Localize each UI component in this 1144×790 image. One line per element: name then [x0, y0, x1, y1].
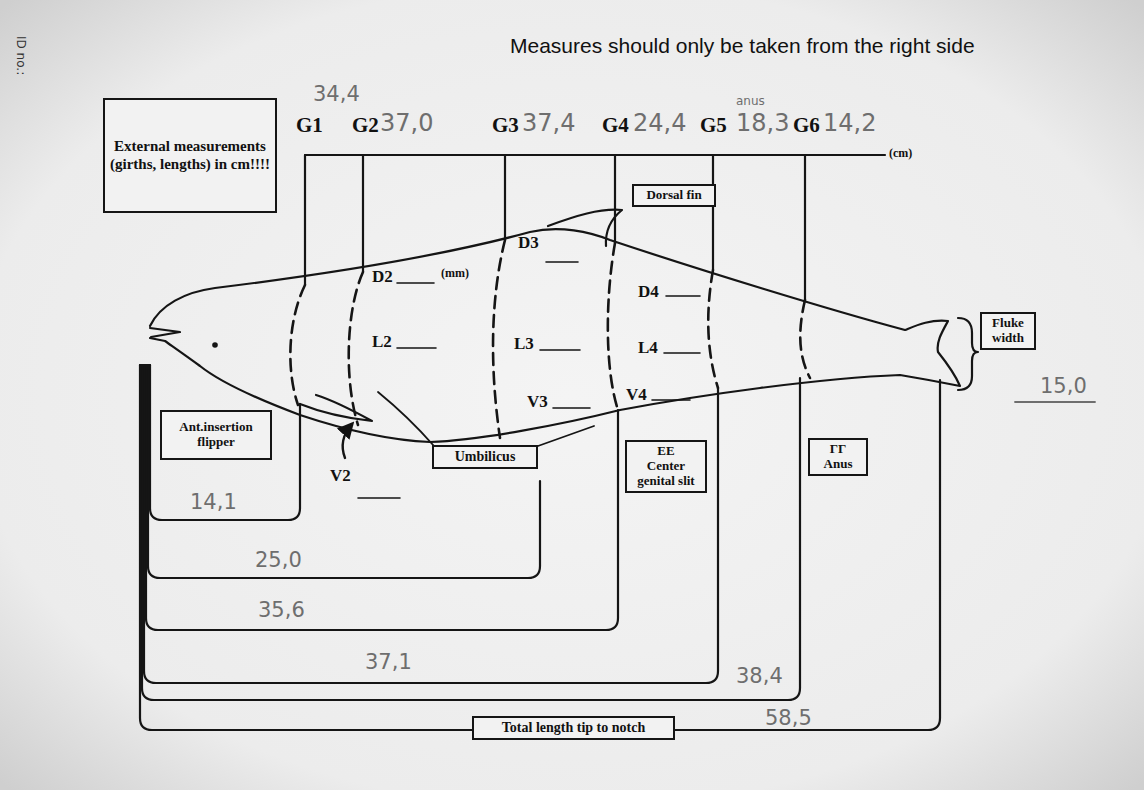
- box-text: Umbilicus: [437, 449, 533, 465]
- label-box: Umbilicus: [432, 445, 538, 469]
- label-box: Total length tip to notch: [472, 716, 675, 740]
- label-box: EECenter genital slit: [625, 440, 707, 493]
- v2-arrow: [343, 424, 352, 458]
- handwritten-value: 24,4: [633, 109, 686, 137]
- girth-label: G6: [793, 113, 820, 138]
- form-title: Measures should only be taken from the r…: [510, 34, 975, 58]
- measure-label: V2: [330, 466, 351, 486]
- handwritten-value: 37,1: [365, 650, 412, 674]
- box-text: External measurements (girths, lengths) …: [108, 138, 272, 173]
- girth-dashed: [290, 285, 305, 405]
- eye: [212, 342, 218, 348]
- label-box: Ant.insertion flipper: [160, 410, 272, 460]
- girth-label: G1: [296, 113, 323, 138]
- box-text: Total length tip to notch: [477, 720, 670, 736]
- unit-label: (mm): [441, 266, 469, 281]
- dorsal-fin: [548, 210, 622, 246]
- box-text: Fluke width: [985, 316, 1031, 346]
- measure-label: D3: [518, 233, 539, 253]
- length-bracket: [142, 365, 800, 700]
- measure-label: V4: [626, 385, 647, 405]
- handwritten-value: 35,6: [258, 598, 305, 622]
- hand-underline: [1015, 401, 1095, 403]
- fluke-bracket: [958, 318, 978, 390]
- handwritten-value: 37,4: [522, 109, 575, 137]
- snout-tick: [140, 364, 150, 366]
- measure-label: D2: [372, 267, 393, 287]
- box-text: Anus: [813, 457, 863, 472]
- length-bracket: [150, 365, 300, 520]
- handwritten-value: 34,4: [313, 82, 360, 106]
- measure-label: D4: [638, 282, 659, 302]
- unit-label: (cm): [889, 146, 912, 161]
- umbilicus-leader: [378, 392, 594, 446]
- mouth: [150, 328, 180, 337]
- handwritten-value: 14,2: [823, 109, 876, 137]
- handwritten-value: 14,1: [190, 490, 237, 514]
- label-box: External measurements (girths, lengths) …: [103, 98, 277, 213]
- label-box: ΓΓAnus: [808, 438, 868, 476]
- girth-baseline: [305, 154, 885, 156]
- measure-label: L2: [372, 332, 392, 352]
- handwritten-value: 25,0: [255, 548, 302, 572]
- measure-label: L4: [638, 338, 658, 358]
- girth-dashed: [493, 240, 505, 438]
- measure-label: L3: [514, 334, 534, 354]
- handwritten-value: 37,0: [380, 109, 433, 137]
- handwritten-value: 58,5: [765, 706, 812, 730]
- box-text: Center genital slit: [630, 459, 702, 489]
- label-box: Fluke width: [980, 312, 1036, 350]
- box-text: Dorsal fin: [637, 188, 711, 203]
- girth-dashed: [708, 270, 718, 388]
- girth-label: G4: [602, 113, 629, 138]
- handwritten-value: 38,4: [736, 664, 783, 688]
- length-bracket: [140, 365, 940, 730]
- label-box: Dorsal fin: [632, 184, 716, 207]
- handwritten-note: anus: [736, 94, 765, 108]
- girth-label: G2: [352, 113, 379, 138]
- handwritten-value: 15,0: [1040, 374, 1087, 398]
- girth-dashed: [608, 243, 618, 410]
- flipper: [300, 395, 372, 421]
- length-bracket: [146, 365, 618, 630]
- girth-label: G5: [700, 113, 727, 138]
- form-field: ID no.:: [14, 36, 28, 75]
- box-text: ΓΓ: [813, 442, 863, 457]
- box-text: Ant.insertion flipper: [165, 420, 267, 450]
- girth-label: G3: [492, 113, 519, 138]
- measure-label: V3: [527, 392, 548, 412]
- box-text: EE: [630, 444, 702, 459]
- girth-dashed: [349, 272, 363, 425]
- handwritten-value: 18,3: [736, 109, 789, 137]
- length-bracket: [148, 365, 540, 578]
- girth-dashed: [800, 300, 810, 378]
- length-bracket: [144, 365, 718, 683]
